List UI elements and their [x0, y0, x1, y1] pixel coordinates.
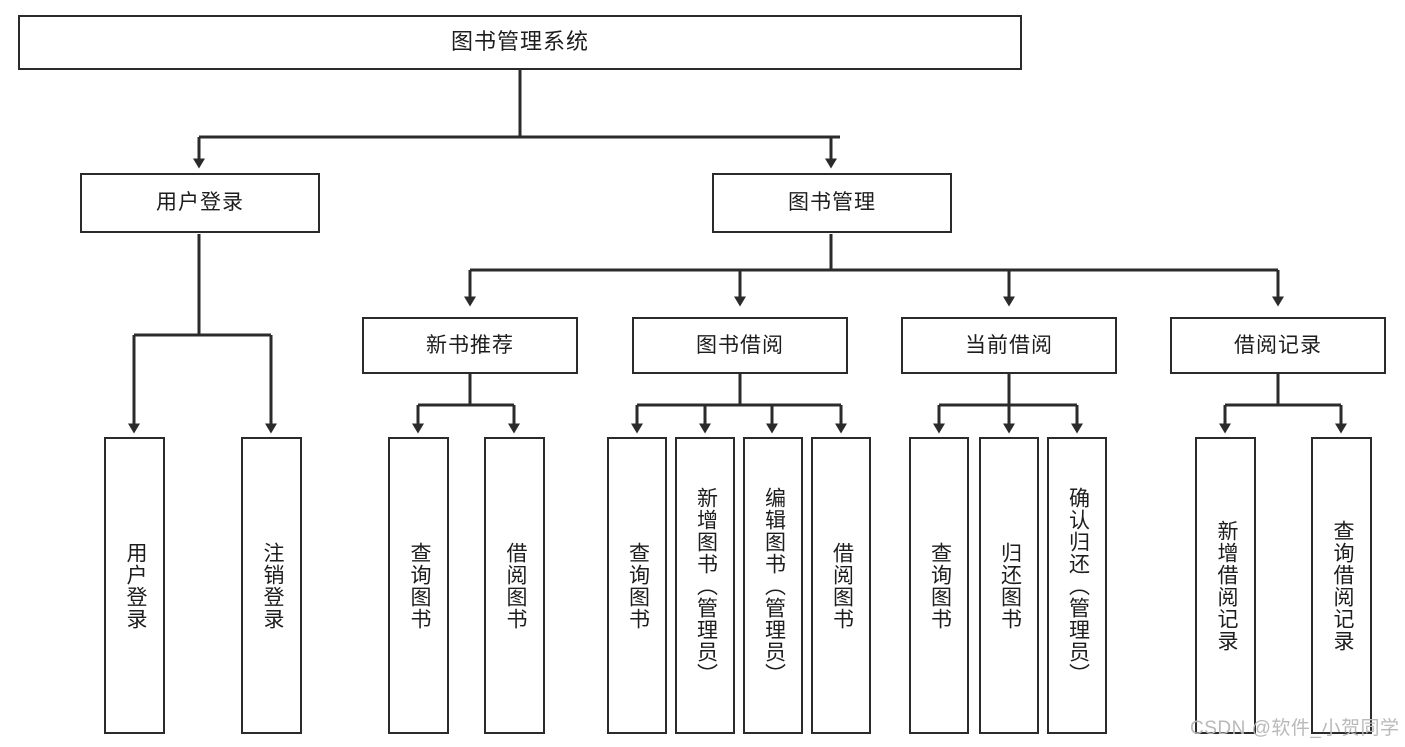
leaf-label: 查询图书 [407, 541, 431, 630]
node-borrow-record-label: 借阅记录 [1234, 333, 1322, 357]
leaf-label: 查询图书 [928, 541, 952, 630]
leaf-current-query-book[interactable]: 查询图书 [909, 437, 969, 734]
node-root-label: 图书管理系统 [450, 29, 589, 55]
leaf-borrow-edit-book[interactable]: 编辑图书（管理员） [743, 437, 803, 734]
leaf-current-return-book[interactable]: 归还图书 [979, 437, 1039, 734]
node-current-borrow-label: 当前借阅 [965, 333, 1053, 357]
node-new-book-recommend-label: 新书推荐 [426, 333, 514, 357]
leaf-label: 查询借阅记录 [1330, 519, 1354, 652]
leaf-borrow-borrow-book[interactable]: 借阅图书 [811, 437, 871, 734]
node-book-management[interactable]: 图书管理 [712, 173, 952, 233]
leaf-label: 借阅图书 [830, 541, 854, 630]
leaf-new-book-borrow[interactable]: 借阅图书 [484, 437, 545, 734]
leaf-label: 归还图书 [998, 541, 1022, 630]
leaf-borrow-query-book[interactable]: 查询图书 [607, 437, 667, 734]
node-book-borrow-label: 图书借阅 [696, 333, 784, 357]
leaf-record-query[interactable]: 查询借阅记录 [1311, 437, 1372, 734]
node-new-book-recommend[interactable]: 新书推荐 [362, 317, 578, 374]
leaf-label: 借阅图书 [503, 541, 527, 630]
node-user-login[interactable]: 用户登录 [80, 173, 320, 233]
node-book-management-label: 图书管理 [788, 191, 876, 215]
leaf-new-book-query[interactable]: 查询图书 [388, 437, 449, 734]
leaf-label: 新增图书（管理员） [694, 486, 718, 685]
csdn-watermark: CSDN @软件_小贺同学 [1190, 718, 1400, 739]
node-borrow-record[interactable]: 借阅记录 [1170, 317, 1386, 374]
leaf-current-confirm-return[interactable]: 确认归还（管理员） [1047, 437, 1107, 734]
leaf-label: 新增借阅记录 [1214, 519, 1238, 652]
leaf-label: 查询图书 [626, 541, 650, 630]
leaf-user-login-signout[interactable]: 注销登录 [241, 437, 302, 734]
node-root[interactable]: 图书管理系统 [18, 15, 1022, 70]
node-current-borrow[interactable]: 当前借阅 [901, 317, 1117, 374]
leaf-label: 用户登录 [123, 541, 147, 630]
leaf-label: 编辑图书（管理员） [762, 486, 786, 685]
node-book-borrow[interactable]: 图书借阅 [632, 317, 848, 374]
leaf-label: 注销登录 [260, 541, 284, 630]
leaf-record-add[interactable]: 新增借阅记录 [1195, 437, 1256, 734]
node-user-login-label: 用户登录 [156, 191, 244, 215]
leaf-label: 确认归还（管理员） [1066, 486, 1090, 685]
leaf-borrow-add-book[interactable]: 新增图书（管理员） [675, 437, 735, 734]
leaf-user-login-signin[interactable]: 用户登录 [104, 437, 165, 734]
